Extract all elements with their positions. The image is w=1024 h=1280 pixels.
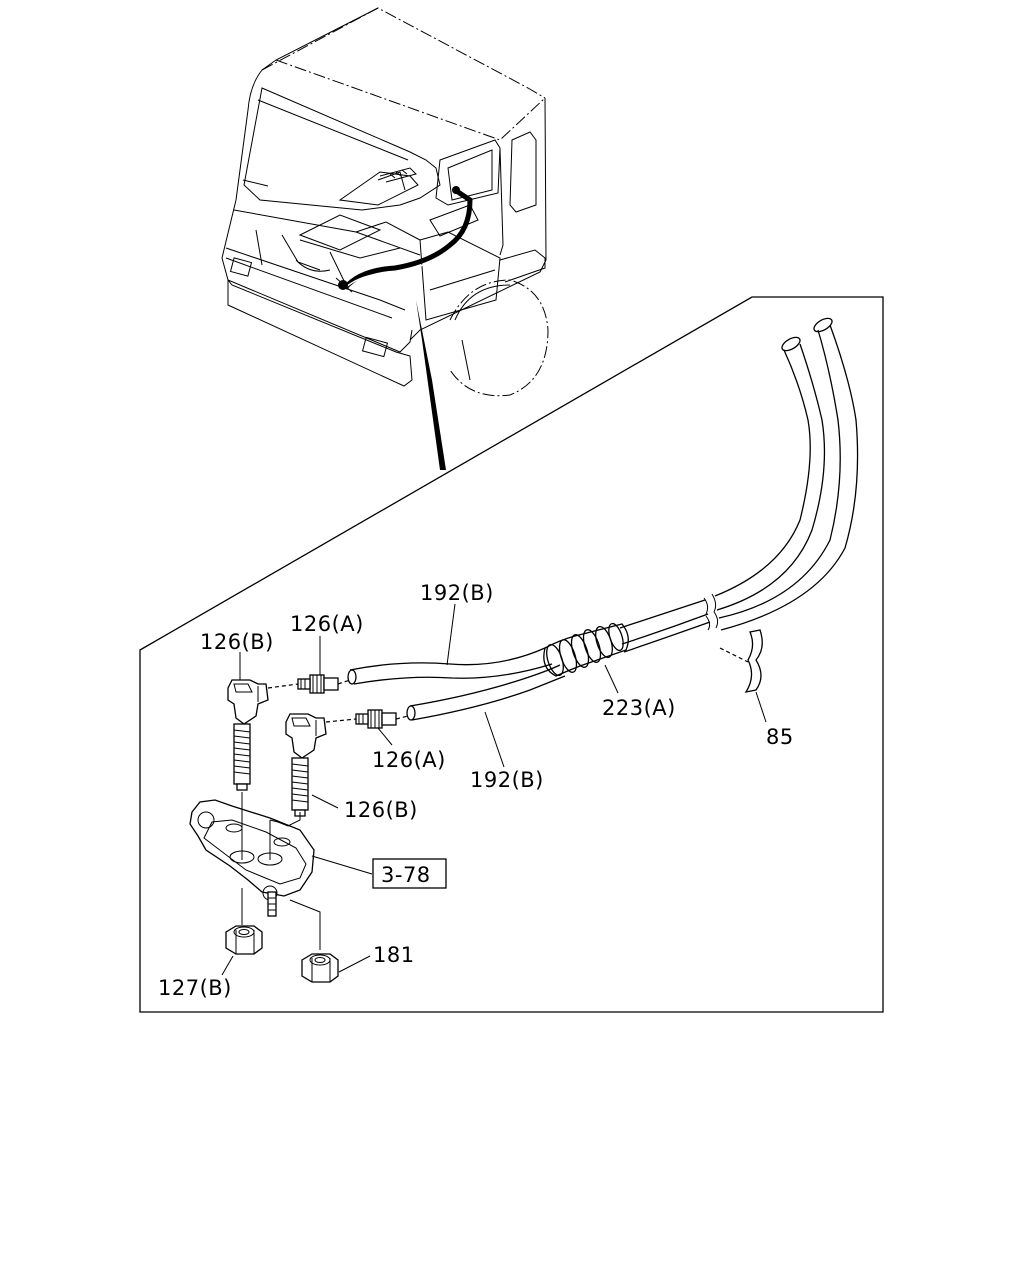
label-126b-bottom: 126(B) <box>344 798 418 822</box>
ref-box-3-78 <box>372 858 447 889</box>
leader-lines <box>221 603 767 976</box>
label-181: 181 <box>373 943 415 967</box>
clip-85 <box>719 629 763 693</box>
truck-cab-illustration <box>221 7 549 397</box>
detail-frame <box>139 296 884 1013</box>
nozzle-126b-right <box>285 713 327 817</box>
nozzle-126b-left <box>227 679 269 791</box>
bracket-3-78 <box>189 799 315 917</box>
nut-181 <box>301 953 339 983</box>
washer-hose-192b <box>347 317 859 721</box>
callout-pointer <box>410 280 446 470</box>
label-126a-bottom: 126(A) <box>372 748 446 772</box>
connector-126a-lower <box>355 709 397 729</box>
label-126a-top: 126(A) <box>290 612 364 636</box>
label-3-78: 3-78 <box>381 863 431 887</box>
connector-126a-upper <box>297 674 339 694</box>
label-126b-top: 126(B) <box>200 630 274 654</box>
label-223a: 223(A) <box>602 696 676 720</box>
label-85: 85 <box>766 725 794 749</box>
label-192b-bottom: 192(B) <box>470 768 544 792</box>
label-192b-top: 192(B) <box>420 581 494 605</box>
label-127b: 127(B) <box>158 976 232 1000</box>
nut-127b <box>225 925 263 955</box>
hose-sheath-223a <box>543 622 629 677</box>
